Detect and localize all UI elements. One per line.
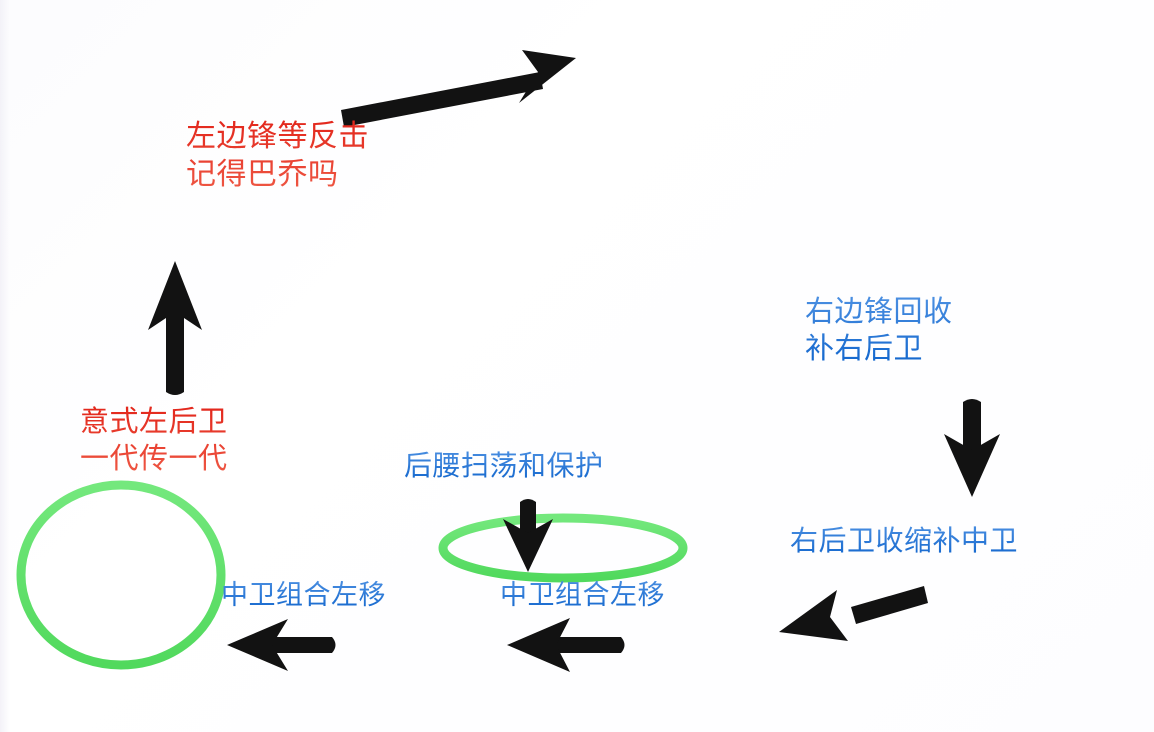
centreback-shift-note-mid: 中卫组合左移 — [500, 578, 665, 613]
arrow-shift-left-inner-icon — [507, 618, 625, 672]
centreback-shift-note-left: 中卫组合左移 — [221, 578, 386, 613]
italian-leftback-note: 意式左后卫 一代传一代 — [80, 404, 228, 478]
green-circle-leftback-icon — [16, 480, 226, 670]
left-winger-note: 左边锋等反击 记得巴乔吗 — [186, 118, 369, 195]
arrow-rightback-tuck-leftdown-icon — [779, 586, 928, 641]
rightback-tuck-note: 右后卫收缩补中卫 — [790, 523, 1018, 559]
arrow-shift-left-outer-icon — [227, 619, 336, 671]
right-winger-note: 右边锋回收 补右后卫 — [805, 294, 953, 368]
arrow-leftback-overlap-up-icon — [148, 261, 202, 395]
arrow-holding-mid-drop-down-icon — [503, 499, 553, 572]
holding-midfielder-note: 后腰扫荡和保护 — [404, 448, 604, 484]
green-ellipse-holding-mid-icon — [438, 513, 688, 583]
arrow-rightwinger-drop-down-icon — [944, 399, 1000, 497]
arrow-counter-attack-upright-icon — [341, 50, 576, 127]
